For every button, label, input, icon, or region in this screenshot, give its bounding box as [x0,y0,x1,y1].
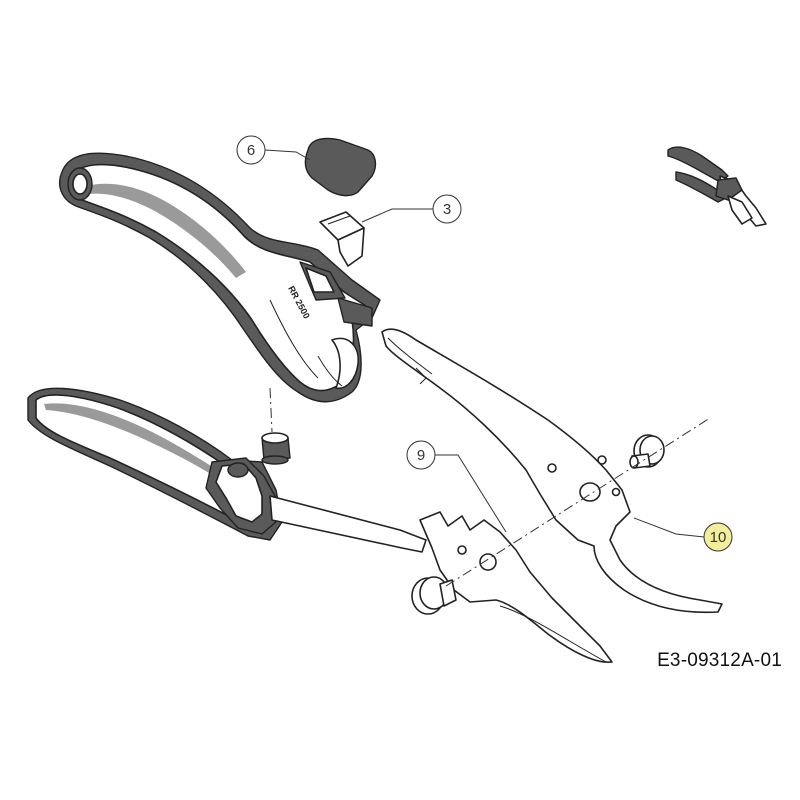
spring-bushing [261,432,291,465]
drawing-id-label: E3-09312A-01 [657,650,782,671]
lower-handle [27,387,427,553]
callout-3: 3 [361,194,462,224]
part-9-lower-blade [419,511,613,663]
upper-handle: RR 2500 [58,152,381,403]
svg-text:9: 9 [417,447,425,464]
assembled-pruner-thumbnail [667,146,767,227]
callout-6: 6 [236,135,311,165]
callout-9: 9 [406,440,507,533]
part-3-clip [319,211,365,267]
pivot-bolt [411,576,457,615]
rear-washer-screw [629,434,665,469]
callout-10: 10 [633,517,733,552]
svg-text:10: 10 [710,529,727,546]
svg-text:6: 6 [247,142,255,159]
upper-blade [381,328,723,614]
svg-text:3: 3 [443,201,451,218]
part-6-cap [304,137,377,197]
